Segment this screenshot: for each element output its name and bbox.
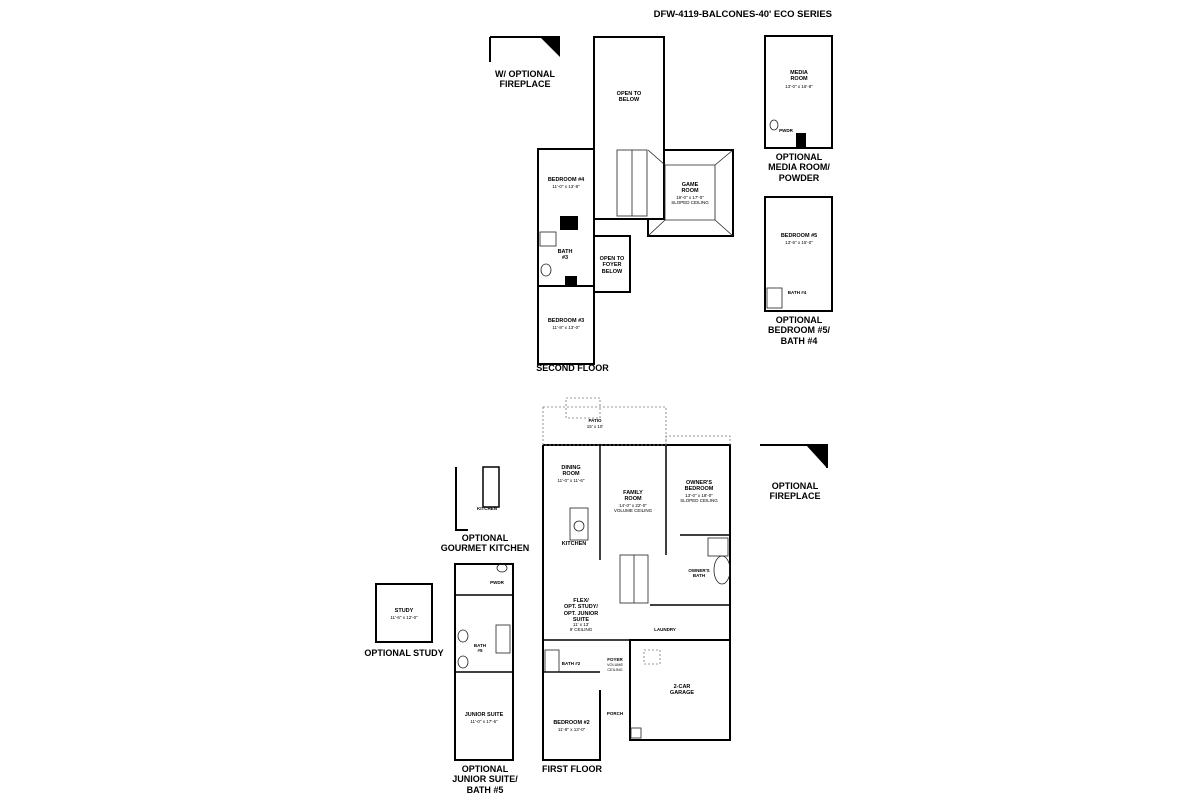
label-laundry: LAUNDRY	[654, 627, 676, 632]
label-bedroom5: BEDROOM #5	[780, 233, 818, 239]
caption-optional-bedroom5: OPTIONAL BEDROOM #5/ BATH #4	[767, 315, 830, 346]
dim-flex: 11' x 13' 9' CEILING	[569, 622, 593, 633]
dim-bedroom3: 11'-8" x 13'-0"	[552, 325, 580, 330]
dim-study: 11'-6" x 12'-0"	[390, 615, 418, 620]
label-garage: 2-CAR GARAGE	[669, 684, 695, 697]
label-bath2: BATH #2	[561, 661, 581, 666]
caption-optional-gourmet-kitchen: OPTIONAL GOURMET KITCHEN	[440, 533, 530, 554]
label-pwdr-media: PWDR	[779, 128, 793, 133]
label-foyer: FOYER	[607, 657, 623, 662]
label-game-room: GAME ROOM	[681, 182, 699, 195]
label-open-to-below: OPEN TO BELOW	[616, 91, 642, 104]
label-bath3: BATH #3	[557, 249, 573, 262]
caption-optional-junior-suite: OPTIONAL JUNIOR SUITE/ BATH #5	[452, 764, 518, 795]
dim-game-room: 18'-0" x 17'-0" SLOPED CEILING	[671, 195, 709, 206]
caption-optional-study: OPTIONAL STUDY	[364, 648, 444, 658]
label-junior-suite: JUNIOR SUITE	[464, 712, 504, 718]
caption-optional-fireplace-right: OPTIONAL FIREPLACE	[769, 481, 821, 502]
label-patio: PATIO	[588, 418, 602, 423]
label-kitchen-opt: KITCHEN	[477, 506, 497, 511]
label-media-room: MEDIA ROOM	[790, 70, 808, 83]
label-study: STUDY	[394, 608, 414, 614]
label-porch: PORCH	[606, 711, 624, 716]
label-open-to-foyer: OPEN TO FOYER BELOW	[599, 256, 625, 275]
caption-optional-fireplace-top: W/ OPTIONAL FIREPLACE	[495, 69, 555, 90]
label-owners-bath: OWNER'S BATH	[688, 568, 710, 579]
dim-owners: 13'-0" x 18'-0" SLOPED CEILING	[680, 493, 718, 504]
dim-bedroom5: 13'-6" x 15'-0"	[785, 240, 813, 245]
caption-optional-media-room: OPTIONAL MEDIA ROOM/ POWDER	[768, 152, 830, 183]
label-pwdr-junior: PWDR	[490, 580, 504, 585]
label-bath5: BATH #5	[473, 643, 487, 654]
label-dining-room: DINING ROOM	[561, 465, 581, 478]
label-bath4: BATH #4	[787, 290, 807, 295]
dim-media-room: 13'-0" x 16'-8"	[785, 84, 813, 89]
dim-junior: 11'-0" x 17'-6"	[470, 719, 498, 724]
label-bedroom4: BEDROOM #4	[547, 177, 585, 183]
dim-family: 14'-0" x 22'-0" VOLUME CEILING	[613, 503, 653, 514]
label-bedroom2: BEDROOM #2	[553, 720, 590, 726]
label-bedroom3: BEDROOM #3	[547, 318, 585, 324]
plan-title: DFW-4119-BALCONES-40' ECO SERIES	[653, 9, 832, 20]
caption-second-floor: SECOND FLOOR	[536, 363, 609, 373]
label-owners-bedroom: OWNER'S BEDROOM	[684, 480, 714, 493]
label-family-room: FAMILY ROOM	[623, 490, 643, 503]
dim-foyer: VOLUME CEILING	[606, 663, 624, 672]
caption-first-floor: FIRST FLOOR	[542, 764, 602, 774]
label-flex: FLEX/ OPT. STUDY/ OPT. JUNIOR SUITE	[563, 598, 599, 623]
dim-bedroom4: 11'-0" x 13'-8"	[552, 184, 580, 189]
dim-dining: 11'-0" x 11'-6"	[557, 478, 585, 483]
label-kitchen: KITCHEN	[561, 541, 587, 547]
dim-bedroom2: 11'-8" x 13'-0"	[557, 727, 586, 732]
dim-patio: 15' x 10'	[586, 424, 604, 429]
